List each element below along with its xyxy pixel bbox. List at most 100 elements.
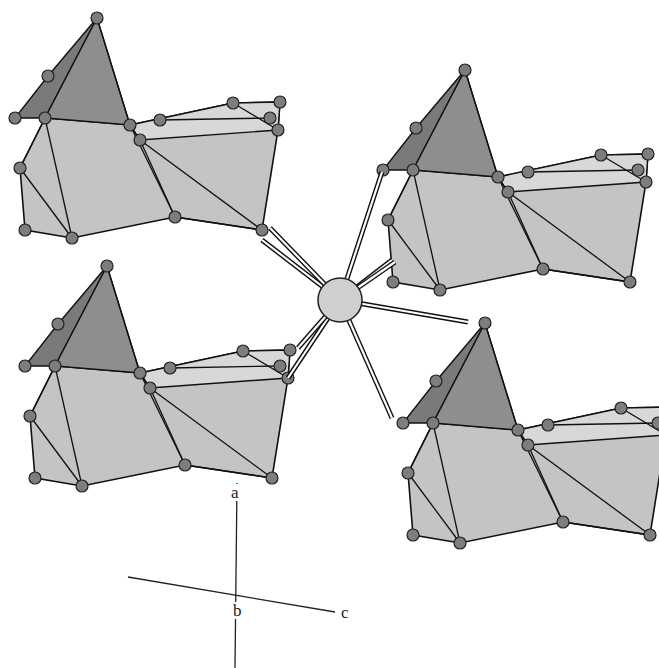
oxygen-atom bbox=[237, 345, 249, 357]
polyhedral-cluster bbox=[19, 260, 296, 492]
polyhedron-edge bbox=[388, 220, 440, 290]
polyhedron-edge bbox=[543, 269, 630, 282]
oxygen-atom bbox=[502, 186, 514, 198]
polyhedron-edge bbox=[20, 168, 72, 238]
oxygen-atom bbox=[430, 375, 442, 387]
polyhedron-edge bbox=[508, 192, 630, 282]
oxygen-atom bbox=[652, 417, 659, 429]
axis-label: b bbox=[232, 602, 243, 619]
oxygen-atom bbox=[124, 119, 136, 131]
oxygen-atom bbox=[640, 176, 652, 188]
polyhedron-edge bbox=[30, 416, 82, 486]
oxygen-atom bbox=[410, 122, 422, 134]
oxygen-atom bbox=[632, 164, 644, 176]
oxygen-atom bbox=[144, 382, 156, 394]
oxygen-atom bbox=[407, 164, 419, 176]
oxygen-atom bbox=[154, 114, 166, 126]
polyhedron-edge bbox=[107, 266, 140, 373]
oxygen-atom bbox=[274, 360, 286, 372]
octahedra bbox=[408, 407, 659, 543]
oxygen-atom bbox=[19, 224, 31, 236]
oxygen-atom bbox=[512, 424, 524, 436]
polyhedron-edge bbox=[140, 140, 262, 230]
oxygen-atom bbox=[164, 362, 176, 374]
oxygen-atom bbox=[52, 318, 64, 330]
oxygen-atom bbox=[134, 134, 146, 146]
tetrahedron bbox=[55, 266, 140, 373]
oxygen-atom bbox=[264, 112, 276, 124]
oxygen-atom bbox=[266, 472, 278, 484]
polyhedron-edge bbox=[140, 373, 185, 465]
polyhedron-edge bbox=[185, 465, 272, 478]
polyhedron-edge bbox=[601, 155, 646, 182]
polyhedron-edge bbox=[150, 388, 272, 478]
polyhedron-edge bbox=[97, 18, 130, 125]
polyhedron-edge bbox=[408, 473, 460, 543]
axis-a bbox=[235, 483, 237, 668]
oxygen-atom bbox=[169, 211, 181, 223]
oxygen-atom bbox=[615, 402, 627, 414]
polyhedron-edge bbox=[528, 445, 650, 535]
tetrahedron bbox=[413, 70, 498, 177]
octahedron-top bbox=[140, 350, 290, 388]
polyhedron-edge bbox=[20, 118, 45, 168]
polyhedron-edge bbox=[621, 408, 659, 435]
oxygen-atom bbox=[382, 214, 394, 226]
octahedra bbox=[388, 154, 648, 290]
polyhedron-edge bbox=[408, 423, 433, 473]
octahedra bbox=[20, 102, 280, 238]
oxygen-atom bbox=[454, 537, 466, 549]
polyhedron-edge bbox=[465, 70, 498, 177]
polyhedron-edge bbox=[150, 388, 185, 465]
oxygen-atom bbox=[402, 467, 414, 479]
oxygen-atom bbox=[179, 459, 191, 471]
polyhedron-edge bbox=[130, 125, 175, 217]
polyhedron-edge bbox=[498, 177, 543, 269]
tetrahedron bbox=[45, 18, 130, 125]
oxygen-atom bbox=[434, 284, 446, 296]
oxygen-atom bbox=[134, 367, 146, 379]
polyhedron-edge bbox=[528, 445, 563, 522]
polyhedral-cluster bbox=[9, 12, 286, 244]
oxygen-atom bbox=[39, 112, 51, 124]
oxygen-atom bbox=[522, 439, 534, 451]
oxygen-atom bbox=[19, 360, 31, 372]
oxygen-atom bbox=[595, 149, 607, 161]
oxygen-atom bbox=[101, 260, 113, 272]
polyhedron-edge bbox=[563, 522, 650, 535]
axis-label: a bbox=[230, 484, 240, 501]
oxygen-atom bbox=[397, 417, 409, 429]
octahedron-top bbox=[518, 407, 659, 445]
oxygen-atom bbox=[274, 96, 286, 108]
polyhedron-edge bbox=[508, 192, 543, 269]
oxygen-atom bbox=[227, 97, 239, 109]
polyhedron-edge bbox=[170, 366, 280, 368]
polyhedron-edge bbox=[485, 323, 518, 430]
oxygen-atom bbox=[29, 472, 41, 484]
polyhedron-edge bbox=[160, 118, 270, 120]
polyhedron-edge bbox=[243, 351, 288, 378]
oxygen-atom bbox=[256, 224, 268, 236]
oxygen-atom bbox=[407, 529, 419, 541]
polyhedron-edge bbox=[175, 217, 262, 230]
oxygen-atom bbox=[24, 410, 36, 422]
oxygen-atom bbox=[557, 516, 569, 528]
octahedron-top bbox=[498, 154, 648, 192]
oxygen-atom bbox=[14, 162, 26, 174]
tetrahedron bbox=[433, 323, 518, 430]
polyhedron-edge bbox=[518, 430, 563, 522]
oxygen-atom bbox=[522, 166, 534, 178]
polyhedron-edge bbox=[388, 170, 413, 220]
oxygen-atom bbox=[9, 112, 21, 124]
oxygen-atom bbox=[387, 276, 399, 288]
oxygen-atom bbox=[284, 344, 296, 356]
oxygen-atom bbox=[49, 360, 61, 372]
oxygen-atom bbox=[427, 417, 439, 429]
oxygen-atom bbox=[644, 529, 656, 541]
oxygen-atom bbox=[459, 64, 471, 76]
oxygen-atom bbox=[66, 232, 78, 244]
oxygen-atom bbox=[537, 263, 549, 275]
polyhedral-cluster bbox=[397, 317, 659, 549]
